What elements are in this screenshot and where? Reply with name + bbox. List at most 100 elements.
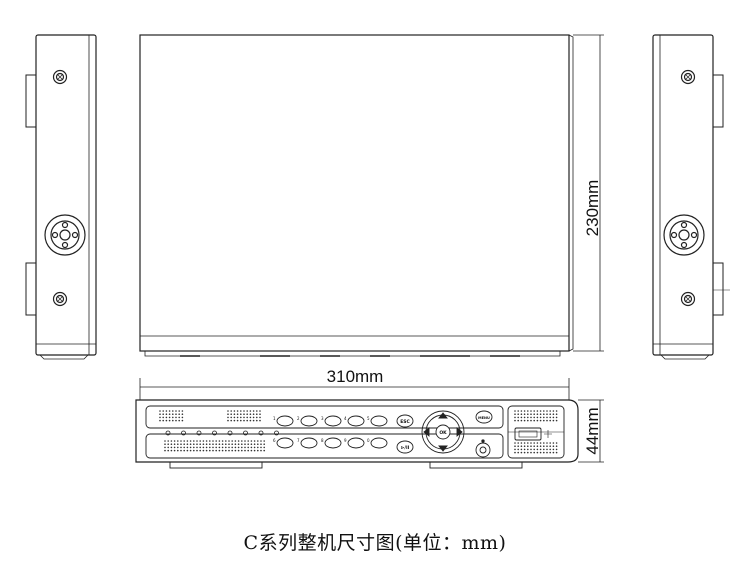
vent-dot (236, 410, 239, 412)
vent-dot (552, 442, 555, 444)
button-0[interactable]: 0 (367, 437, 388, 449)
vent-dot (527, 442, 529, 444)
vent-dot (231, 449, 233, 452)
button-7[interactable]: 7 (297, 437, 318, 449)
vent-dot (205, 449, 208, 452)
vent-dot (520, 451, 523, 454)
vent-dot (172, 413, 174, 416)
vent-dot (514, 419, 516, 422)
svg-text:8: 8 (321, 438, 324, 443)
vent-dot (230, 416, 232, 419)
vent-dot (173, 440, 176, 442)
vent-dot (221, 449, 224, 452)
vent-dot (193, 443, 195, 446)
vent-dot (180, 446, 182, 449)
vent-dot (243, 416, 245, 419)
vent-dot (255, 410, 258, 412)
vent-icon (44, 214, 86, 256)
vent-dot (549, 413, 551, 416)
vent-dot (177, 440, 179, 442)
button-5[interactable]: 5 (367, 415, 388, 427)
vent-icon (663, 214, 705, 256)
direction-pad[interactable] (421, 410, 465, 454)
arrow-right-icon[interactable] (456, 427, 463, 437)
vent-dot (227, 413, 229, 416)
button-1[interactable]: 1 (273, 415, 294, 427)
vent-dot (218, 449, 221, 452)
vent-dot (180, 440, 182, 442)
figure-caption: C系列整机尺寸图(单位：mm) (243, 532, 507, 554)
vent-dot (170, 440, 173, 442)
vent-dot (260, 446, 262, 449)
power-button[interactable] (475, 439, 491, 458)
play-pause-button[interactable]: ⊳/II (396, 440, 414, 454)
vent-dot (178, 413, 180, 416)
indicator-led (243, 430, 248, 436)
arrow-left-icon[interactable] (423, 427, 430, 437)
vent-dot (159, 410, 161, 412)
esc-button[interactable]: ESC (396, 414, 414, 428)
screw-icon (680, 291, 696, 307)
vent-dot (260, 440, 262, 442)
vent-dot (199, 443, 201, 446)
vent-dot (536, 451, 539, 454)
vent-dot (546, 445, 548, 448)
vent-dot (193, 449, 195, 452)
arrow-up-icon[interactable] (438, 412, 448, 419)
vent-dot (168, 416, 171, 419)
vent-dot (514, 410, 516, 412)
vent-dot (167, 440, 169, 442)
vent-dot (517, 442, 519, 444)
vent-dot (170, 449, 173, 452)
vent-dot (183, 446, 185, 449)
vent-dot (178, 410, 180, 412)
vent-dot (549, 448, 551, 451)
vent-dot (215, 449, 217, 452)
vent-dot (205, 443, 208, 446)
vent-dot (249, 410, 252, 412)
button-4[interactable]: 4 (344, 415, 365, 427)
vent-dot (209, 443, 211, 446)
menu-button[interactable]: MENU (475, 410, 493, 424)
button-9[interactable]: 9 (344, 437, 365, 449)
vent-dot (543, 419, 545, 422)
depth-dimension (578, 399, 604, 463)
vent-dot (255, 419, 258, 422)
ok-button[interactable]: OK (435, 424, 451, 440)
arrow-down-icon[interactable] (438, 445, 448, 452)
vent-dot (215, 446, 217, 449)
vent-dot (257, 440, 259, 442)
button-2[interactable]: 2 (297, 415, 318, 427)
vent-dot (533, 442, 535, 444)
indicator-led (227, 430, 233, 436)
vent-dot (520, 442, 523, 444)
vent-dot (247, 449, 249, 452)
vent-dot (555, 410, 558, 412)
button-8[interactable]: 8 (321, 437, 342, 449)
vent-dot (555, 442, 558, 444)
vent-dot (218, 446, 221, 449)
vent-dot (546, 451, 548, 454)
vent-dot (543, 442, 545, 444)
vent-dot (536, 419, 539, 422)
vent-dot (193, 440, 195, 442)
vent-dot (546, 442, 548, 444)
front-view (135, 399, 579, 469)
button-6[interactable]: 6 (273, 437, 294, 449)
vent-dot (527, 419, 529, 422)
vent-dot (189, 446, 192, 449)
vent-dot (257, 449, 259, 452)
button-3[interactable]: 3 (321, 415, 342, 427)
number-buttons-row-1: 1 2 3 4 5 (273, 415, 388, 427)
vent-dot (202, 440, 205, 442)
vent-dot (530, 445, 532, 448)
vent-dot (162, 416, 164, 419)
vent-dot (196, 440, 198, 442)
vent-dot (520, 419, 523, 422)
vent-dot (199, 440, 201, 442)
vent-dot (164, 446, 166, 449)
vent-dot (237, 446, 240, 449)
indicator-led (196, 430, 202, 436)
vent-dot (236, 416, 239, 419)
